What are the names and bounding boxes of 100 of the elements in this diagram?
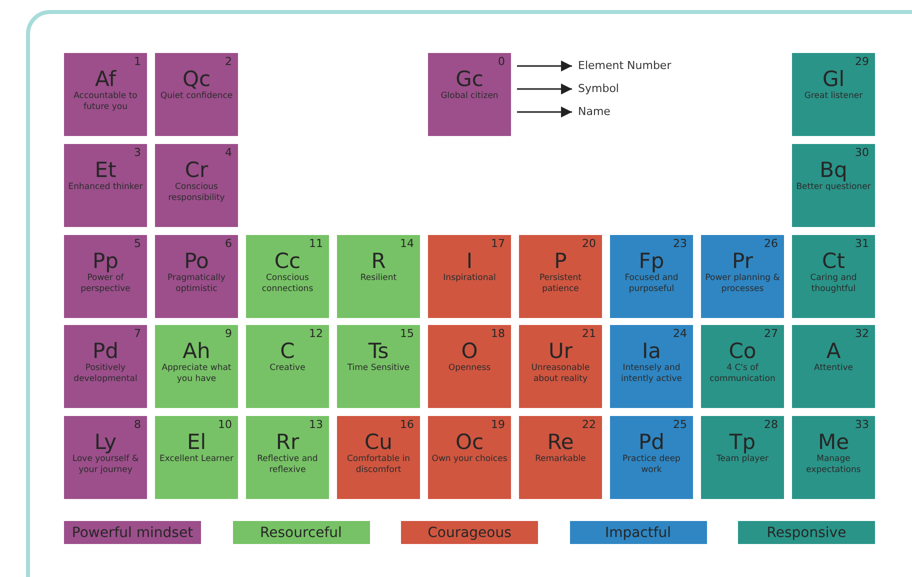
element-number: 15 xyxy=(400,328,414,340)
element-number: 9 xyxy=(225,328,232,340)
element-symbol: Ah xyxy=(182,340,210,362)
element-number: 27 xyxy=(764,328,778,340)
element-tile xyxy=(428,53,511,136)
element-number: 11 xyxy=(309,238,323,250)
element-symbol: Cr xyxy=(184,159,208,181)
element-number: 33 xyxy=(855,419,869,431)
element-name: Love yourself & your journey xyxy=(71,454,140,476)
element-number: 1 xyxy=(134,56,141,68)
element-number: 14 xyxy=(400,238,414,250)
element-symbol: Cu xyxy=(364,431,392,453)
element-name: Power planning & processes xyxy=(704,273,781,295)
element-tile xyxy=(428,416,511,499)
element-tile xyxy=(701,325,784,408)
element-symbol: A xyxy=(826,340,841,362)
element-name: Pragmatically optimistic xyxy=(166,273,226,295)
element-name: Conscious responsibility xyxy=(167,182,226,204)
element-symbol: Bq xyxy=(820,159,848,181)
element-tile xyxy=(792,53,875,136)
element-symbol: Tp xyxy=(729,431,756,453)
element-name: Resilient xyxy=(360,273,397,284)
element-number: 8 xyxy=(134,419,141,431)
element-symbol: Ur xyxy=(548,340,572,362)
element-number: 3 xyxy=(134,147,141,159)
element-symbol: Ia xyxy=(642,340,662,362)
element-name: Persistent patience xyxy=(538,273,583,295)
element-name: Practice deep work xyxy=(622,454,682,476)
element-name: Positively developmental xyxy=(72,363,138,385)
element-symbol: Et xyxy=(94,159,116,181)
element-number: 22 xyxy=(582,419,596,431)
element-tile xyxy=(155,325,238,408)
element-symbol: Oc xyxy=(455,431,484,453)
element-number: 18 xyxy=(491,328,505,340)
element-tile xyxy=(701,416,784,499)
element-symbol: Fp xyxy=(638,250,664,272)
element-name: Appreciate what you have xyxy=(160,363,232,385)
arrow xyxy=(517,83,572,95)
element-symbol: Ct xyxy=(822,250,845,272)
element-symbol: Me xyxy=(818,431,850,453)
element-number: 19 xyxy=(491,419,505,431)
element-number: 32 xyxy=(855,328,869,340)
element-symbol: I xyxy=(466,250,473,272)
element-name: Attentive xyxy=(814,363,853,374)
element-symbol: Ly xyxy=(94,431,117,453)
element-tile xyxy=(792,416,875,499)
element-tile xyxy=(155,416,238,499)
element-symbol: Ts xyxy=(368,340,389,362)
element-name: Accountable to future you xyxy=(72,91,138,113)
element-number: 7 xyxy=(134,328,141,340)
legend-label: Resourceful xyxy=(260,524,342,540)
element-number: 12 xyxy=(309,328,323,340)
element-tile xyxy=(337,325,420,408)
element-number: 0 xyxy=(498,56,505,68)
element-symbol: Pr xyxy=(732,250,753,272)
element-name: Global citizen xyxy=(440,91,498,102)
element-tile xyxy=(428,325,511,408)
element-tile xyxy=(64,144,147,227)
element-number: 6 xyxy=(225,238,232,250)
element-number: 24 xyxy=(673,328,687,340)
element-symbol: R xyxy=(371,250,386,272)
element-tile xyxy=(610,325,693,408)
element-tile xyxy=(428,235,511,318)
element-tile xyxy=(246,416,329,499)
element-symbol: Pd xyxy=(638,431,664,453)
element-name: Creative xyxy=(270,363,306,374)
element-symbol: Gc xyxy=(456,68,484,90)
element-symbol: Af xyxy=(94,68,116,90)
legend-label: Courageous xyxy=(428,524,512,540)
element-name: Openness xyxy=(448,363,491,374)
element-tile xyxy=(610,235,693,318)
element-name: Conscious connections xyxy=(260,273,314,295)
element-tile xyxy=(519,325,602,408)
element-symbol: Rr xyxy=(276,431,300,453)
element-number: 10 xyxy=(218,419,232,431)
element-number: 16 xyxy=(400,419,414,431)
element-tile xyxy=(792,235,875,318)
element-symbol: Pp xyxy=(92,250,118,272)
element-name: Better questioner xyxy=(796,182,871,193)
element-tile xyxy=(155,144,238,227)
element-name: Quiet confidence xyxy=(160,91,233,102)
key-label: Name xyxy=(578,104,610,120)
legend-label: Powerful mindset xyxy=(72,524,194,540)
element-number: 23 xyxy=(673,238,687,250)
element-name: Time Sensitive xyxy=(347,363,410,374)
element-symbol: Co xyxy=(728,340,756,362)
element-symbol: Cc xyxy=(274,250,301,272)
element-symbol: Gl xyxy=(822,68,845,90)
element-tile xyxy=(64,53,147,136)
element-name: Manage expectations xyxy=(805,454,862,476)
element-name: Great listener xyxy=(804,91,863,102)
element-number: 17 xyxy=(491,238,505,250)
element-number: 29 xyxy=(855,56,869,68)
element-number: 5 xyxy=(134,238,141,250)
element-name: Power of perspective xyxy=(80,273,132,295)
element-name: Enhanced thinker xyxy=(68,182,143,193)
element-tile xyxy=(337,235,420,318)
element-number: 4 xyxy=(225,147,232,159)
element-symbol: Re xyxy=(547,431,574,453)
element-symbol: C xyxy=(280,340,295,362)
